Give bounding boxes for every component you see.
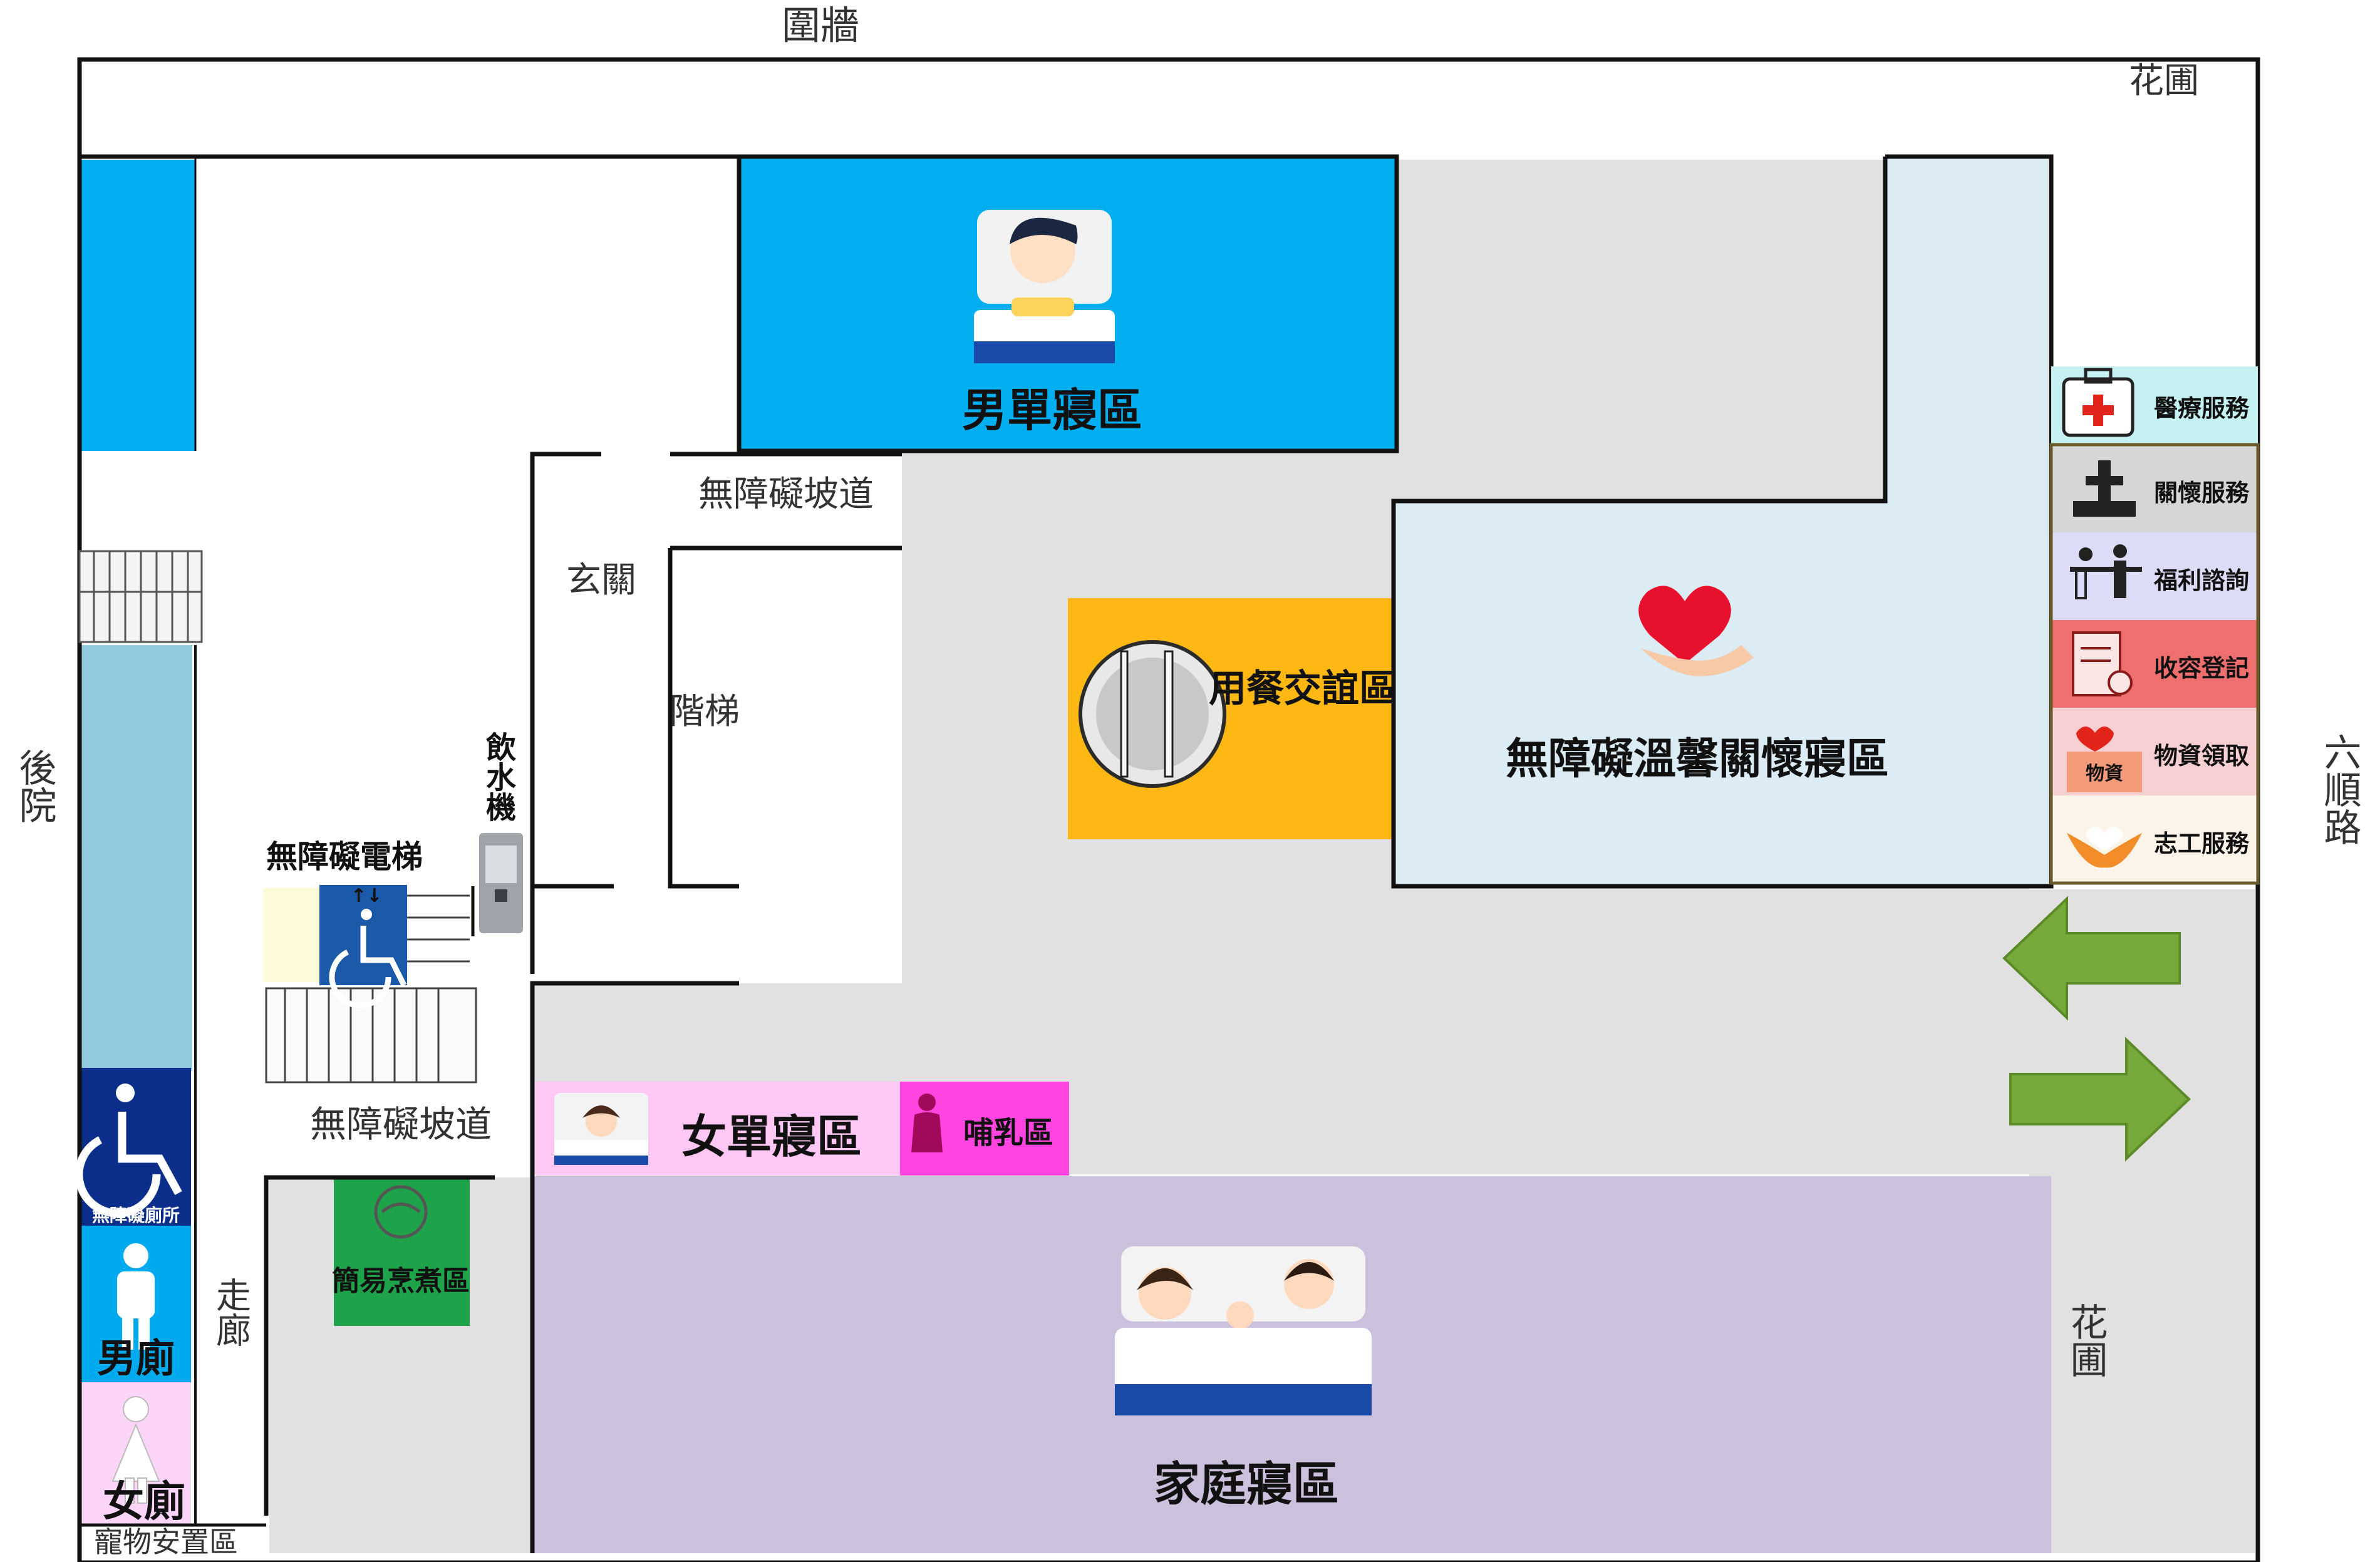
- dining-plate-icon: [1079, 640, 1226, 788]
- pet-area-label: 寵物安置區: [94, 1525, 238, 1559]
- upper-left-hall: [194, 160, 739, 454]
- garden-top-label: 花圃: [2129, 61, 2199, 101]
- wall: [530, 981, 739, 1553]
- accessible-toilet-label: 無障礙廁所: [92, 1205, 180, 1226]
- simple-cooking-area: [334, 1177, 470, 1326]
- steps-label: 階梯: [670, 691, 740, 732]
- service-label-care: 關懷服務: [2154, 479, 2250, 507]
- wall: [264, 1175, 495, 1516]
- family-sleeping-icon: [1115, 1246, 1372, 1415]
- water-dispenser-label: 飲水機: [480, 732, 516, 822]
- entrance-hall-label: 玄關: [566, 560, 636, 601]
- medical-kit-icon: [2062, 368, 2134, 437]
- female-sleeping-label: 女單寢區: [681, 1110, 862, 1163]
- stairs-left: [78, 550, 203, 643]
- entrance-block: [532, 454, 902, 980]
- svg-text:↑↓: ↑↓: [351, 885, 382, 907]
- dining-label-line: 用餐交誼區: [1209, 667, 1397, 711]
- left-blue-room: [80, 160, 195, 451]
- accessible-care-room: [1394, 501, 2048, 886]
- care-service-icon: [2073, 460, 2136, 517]
- corridor-label: 走廊: [210, 1277, 251, 1347]
- registration-icon: [2072, 631, 2133, 696]
- back-yard-label: 後院: [13, 748, 56, 824]
- female-toilet-icon: [111, 1396, 160, 1504]
- ramp-top-label: 無障礙坡道: [698, 474, 874, 515]
- simple-cooking-label: 簡易烹煮區: [332, 1265, 470, 1297]
- male-toilet-icon: [117, 1243, 155, 1350]
- elevator-lobby: [263, 888, 319, 982]
- service-label-medical: 醫療服務: [2154, 395, 2250, 422]
- supplies-box-icon: 物資: [2067, 727, 2142, 792]
- female-toilet-label: 女廁: [103, 1477, 185, 1526]
- heart-hand-icon: [1638, 586, 1754, 676]
- wall: [668, 548, 739, 889]
- nursing-mother-icon: [911, 1094, 943, 1152]
- service-panel: [2049, 366, 2260, 885]
- supply-box-text: 物資: [2086, 763, 2123, 785]
- volunteer-hands-icon: [2067, 827, 2142, 868]
- care-room-wall: [1391, 154, 2054, 889]
- dining-label: 用餐交誼區: [1209, 667, 1397, 711]
- water-dispenser-icon: [479, 833, 523, 933]
- cooking-logo-icon: [374, 1185, 428, 1239]
- top-wall-label: 圍牆: [782, 3, 859, 48]
- arrow-right-icon: [2009, 1037, 2191, 1162]
- wall: [530, 452, 601, 974]
- service-label-volunteer: 志工服務: [2154, 830, 2250, 857]
- service-label-supplies: 物資領取: [2154, 742, 2249, 770]
- service-label-registration: 收容登記: [2154, 654, 2249, 682]
- nursing-label: 哺乳區: [963, 1115, 1053, 1151]
- female-sleeping-icon: [554, 1093, 648, 1165]
- elevator-wheelchair-icon: ↑↓: [329, 885, 407, 1008]
- male-sleeping-label: 男單寢區: [962, 384, 1142, 437]
- accessible-toilet-icon: [75, 1084, 182, 1218]
- elevator-label: 無障礙電梯: [266, 839, 423, 875]
- sleeping-man-icon: [974, 210, 1115, 363]
- arrow-left-icon: [2002, 896, 2181, 1021]
- road-label: 六順路: [2317, 733, 2361, 846]
- accessible-care-label: 無障礙溫馨關懷寢區: [1506, 735, 1889, 784]
- accessible-care-room-upper: [1885, 157, 2048, 507]
- left-light-blue-room: [80, 645, 192, 1071]
- accessible-toilet-block: [80, 1068, 191, 1226]
- service-label-welfare: 福利諮詢: [2153, 567, 2249, 594]
- garden-right-label: 花圃: [2064, 1303, 2108, 1378]
- ramp-bottom-label: 無障礙坡道: [310, 1103, 492, 1146]
- welfare-consult-icon: [2070, 544, 2142, 599]
- family-sleeping-label: 家庭寢區: [1154, 1457, 1339, 1511]
- male-toilet-label: 男廁: [97, 1335, 175, 1381]
